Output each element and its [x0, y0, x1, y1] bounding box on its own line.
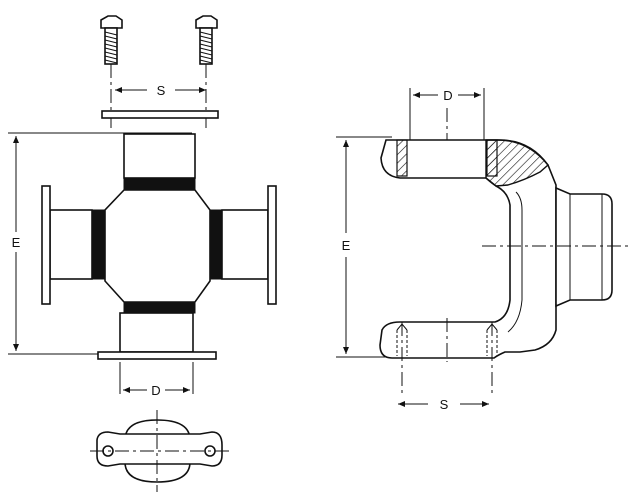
dimension-d-bottom: D	[119, 362, 194, 398]
dimension-label-s: S	[157, 83, 166, 98]
dimension-label-d: D	[151, 383, 160, 398]
right-trunnion	[209, 185, 277, 305]
left-trunnion	[41, 185, 106, 305]
top-strap	[101, 110, 219, 119]
dimension-d-top-right: D	[409, 88, 485, 142]
bottom-trunnion	[119, 301, 196, 353]
yoke-section-hatch	[485, 139, 549, 187]
strap-end-view	[90, 410, 230, 492]
dimension-label-e: E	[12, 235, 21, 250]
dimension-e-left: E	[8, 132, 192, 355]
yoke-hub	[555, 186, 613, 308]
dimension-label-s-right: S	[440, 397, 449, 412]
end-yoke-view: D E	[336, 88, 632, 412]
u-joint-cross-view: S E	[8, 15, 277, 492]
top-trunnion	[123, 133, 196, 191]
dimension-label-e-right: E	[342, 238, 351, 253]
bottom-strap	[97, 351, 217, 360]
dimension-s-top: S	[115, 83, 206, 98]
yoke-body	[379, 139, 557, 359]
upper-bolt-holes	[396, 139, 498, 177]
dimension-e-right: E	[336, 136, 392, 358]
dimension-s-bottom-right: S	[398, 397, 489, 412]
cross-body	[104, 189, 211, 303]
bolt-left	[100, 15, 123, 65]
bolt-right	[195, 15, 218, 65]
yoke-arm-inner	[507, 191, 523, 333]
dimension-label-d-right: D	[443, 88, 452, 103]
lower-bolt-holes	[396, 318, 498, 395]
